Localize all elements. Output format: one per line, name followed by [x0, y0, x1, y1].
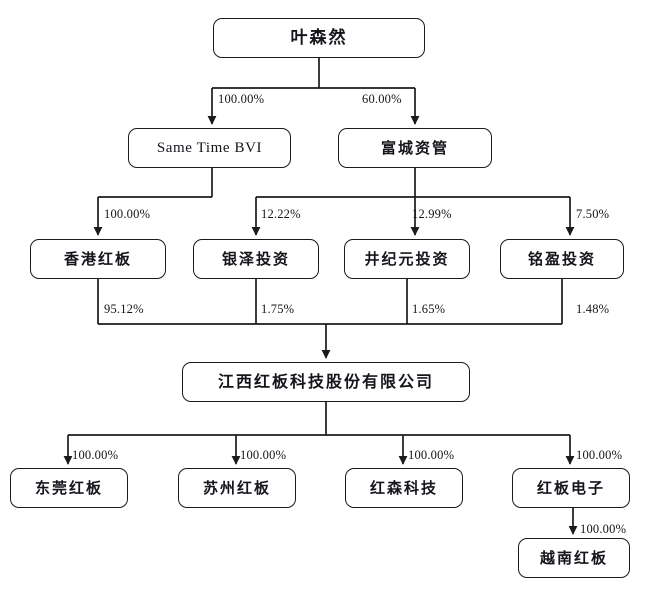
edge-label-fucheng-to-jingjiyuan: 12.99% — [412, 207, 452, 221]
edge-label-hongban_dz-to-vietnam: 100.00% — [580, 522, 627, 536]
node-hongsen[interactable]: 红森科技 — [345, 468, 463, 508]
node-hk_hongban[interactable]: 香港红板 — [30, 239, 166, 279]
edge-label-ye_senran-to-same_time: 100.00% — [218, 92, 265, 106]
edge-label-mingying-to-jiangxi_main: 1.48% — [576, 302, 610, 316]
node-jiangxi_main[interactable]: 江西红板科技股份有限公司 — [182, 362, 470, 402]
edge-label-jiangxi_main-to-suzhou: 100.00% — [240, 448, 287, 462]
edge-label-jiangxi_main-to-dongguan: 100.00% — [72, 448, 119, 462]
node-same_time[interactable]: Same Time BVI — [128, 128, 291, 168]
edge-label-hk_hongban-to-jiangxi_main: 95.12% — [104, 302, 144, 316]
node-mingying[interactable]: 铭盈投资 — [500, 239, 624, 279]
node-ye_senran[interactable]: 叶森然 — [213, 18, 425, 58]
edge-label-fucheng-to-yinze: 12.22% — [261, 207, 301, 221]
edge-label-same_time-to-hk_hongban: 100.00% — [104, 207, 151, 221]
edge-label-jiangxi_main-to-hongban_dz: 100.00% — [576, 448, 623, 462]
edge-label-ye_senran-to-fucheng: 60.00% — [362, 92, 402, 106]
node-hongban_dz[interactable]: 红板电子 — [512, 468, 630, 508]
edge-label-jiangxi_main-to-hongsen: 100.00% — [408, 448, 455, 462]
node-suzhou[interactable]: 苏州红板 — [178, 468, 296, 508]
node-jingjiyuan[interactable]: 井纪元投资 — [344, 239, 470, 279]
node-vietnam[interactable]: 越南红板 — [518, 538, 630, 578]
node-yinze[interactable]: 银泽投资 — [193, 239, 319, 279]
edge-label-fucheng-to-mingying: 7.50% — [576, 207, 610, 221]
node-dongguan[interactable]: 东莞红板 — [10, 468, 128, 508]
edge-label-jingjiyuan-to-jiangxi_main: 1.65% — [412, 302, 446, 316]
edge-label-yinze-to-jiangxi_main: 1.75% — [261, 302, 295, 316]
node-fucheng[interactable]: 富城资管 — [338, 128, 492, 168]
